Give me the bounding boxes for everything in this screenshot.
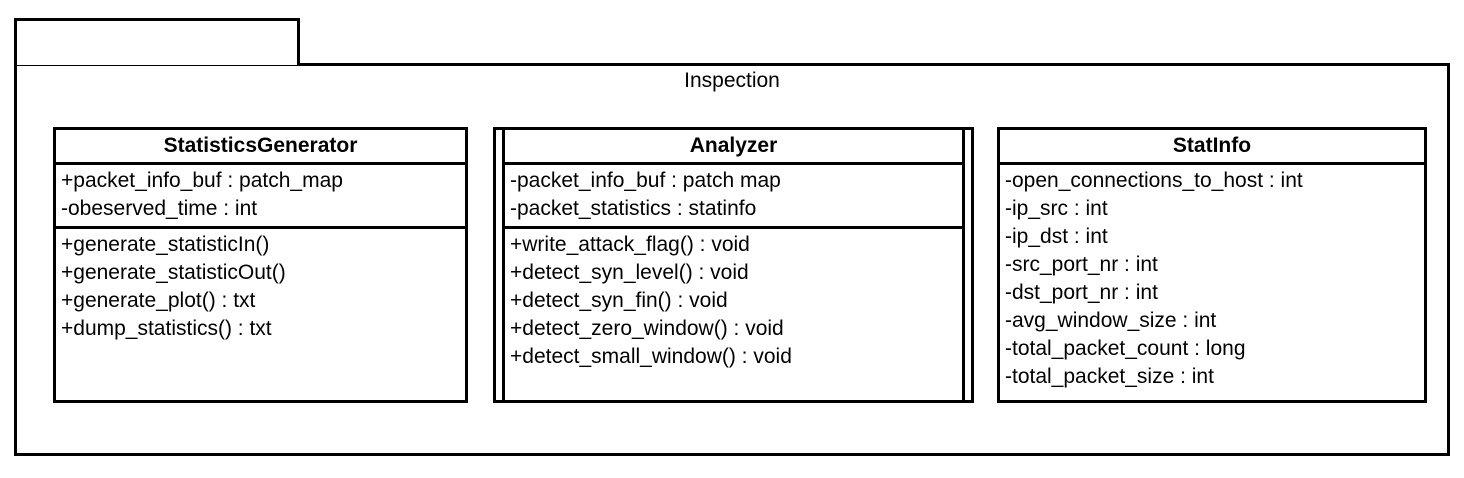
class-name-statistics-generator: StatisticsGenerator [56, 130, 465, 165]
attribute-row: -packet_statistics : statinfo [510, 197, 757, 220]
attribute-row: -total_packet_size : int [1005, 365, 1214, 388]
attribute-row: -obeserved_time : int [61, 197, 258, 220]
attributes-compartment-analyzer: -packet_info_buf : patch map -packet_sta… [505, 165, 962, 229]
method-row: +detect_zero_window() : void [510, 317, 784, 340]
methods-compartment-analyzer: +write_attack_flag() : void +detect_syn_… [505, 229, 962, 374]
class-name-stat-info: StatInfo [1000, 130, 1424, 165]
attribute-row: -ip_src : int [1005, 197, 1108, 220]
method-row: +detect_syn_fin() : void [510, 289, 728, 312]
package-tab [14, 18, 300, 65]
class-box-statistics-generator[interactable]: StatisticsGenerator +packet_info_buf : p… [53, 127, 468, 403]
attribute-row: -src_port_nr : int [1005, 253, 1158, 276]
methods-compartment-statistics-generator: +generate_statisticIn() +generate_statis… [56, 229, 465, 346]
package-title: Inspection [684, 69, 780, 92]
method-row: +generate_plot() : txt [61, 289, 256, 312]
attribute-row: -avg_window_size : int [1005, 309, 1217, 332]
method-row: +detect_syn_level() : void [510, 261, 749, 284]
class-name-analyzer: Analyzer [505, 130, 962, 165]
attribute-row: -open_connections_to_host : int [1005, 169, 1303, 192]
attribute-row: -packet_info_buf : patch map [510, 169, 781, 192]
attribute-row: -total_packet_count : long [1005, 337, 1246, 360]
class-box-analyzer[interactable]: Analyzer -packet_info_buf : patch map -p… [502, 127, 965, 403]
attributes-compartment-statistics-generator: +packet_info_buf : patch_map -obeserved_… [56, 165, 465, 229]
method-row: +write_attack_flag() : void [510, 233, 750, 256]
attribute-row: -dst_port_nr : int [1005, 281, 1158, 304]
attribute-row: -ip_dst : int [1005, 225, 1108, 248]
method-row: +generate_statisticOut() [61, 261, 286, 284]
method-row: +detect_small_window() : void [510, 345, 792, 368]
class-box-stat-info[interactable]: StatInfo -open_connections_to_host : int… [997, 127, 1427, 403]
attributes-compartment-stat-info: -open_connections_to_host : int -ip_src … [1000, 165, 1424, 394]
method-row: +generate_statisticIn() [61, 233, 270, 256]
attribute-row: +packet_info_buf : patch_map [61, 169, 343, 192]
method-row: +dump_statistics() : txt [61, 317, 272, 340]
